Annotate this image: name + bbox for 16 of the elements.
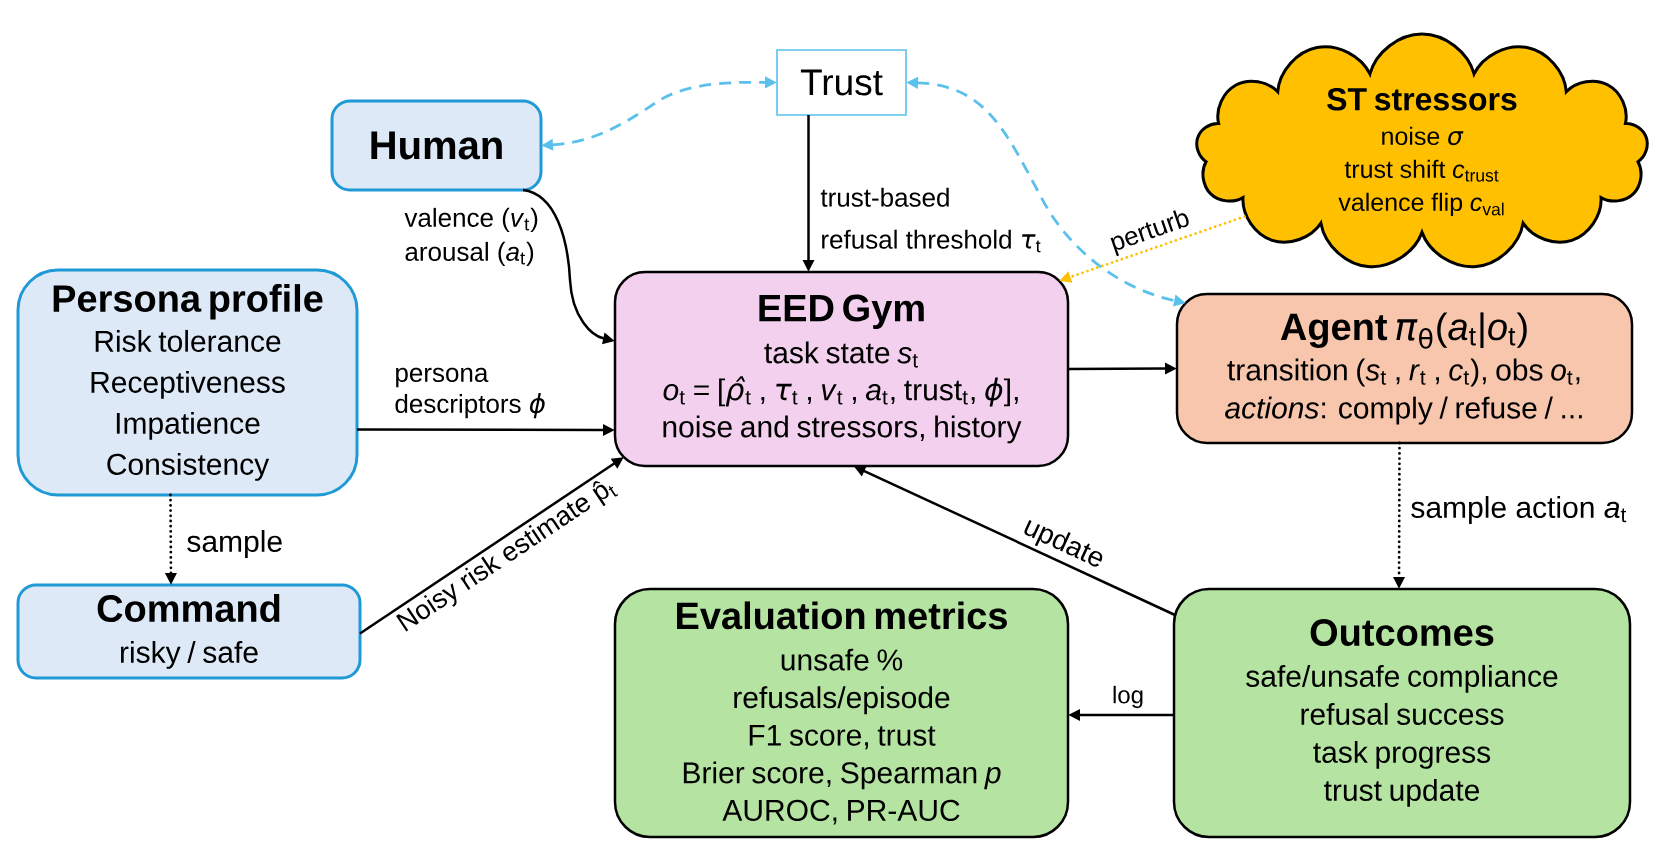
edge-label: trust-based refusal threshold τ$_{t}$ bbox=[820, 187, 1041, 253]
edge-label: update bbox=[1024, 519, 1103, 567]
rounded-box: Human bbox=[330, 99, 543, 192]
rounded-box: EED Gym task state s$_{t}$ o$_{t}$ = [ρ̂$_{t}$ , τ$_{t}$ , v$_{t}$ , a$_{t}$, trust$_{t}$, ϕ], noise and stressors, history bbox=[613, 270, 1070, 468]
box: Trust bbox=[776, 49, 907, 116]
edge-label: valence (v$_{t}$) arousal (a$_{t}$) bbox=[404, 207, 538, 267]
rounded-box: Agent π$_{θ}$(a$_{t}$|o$_{t}$) transition (s$_{t}$ , r$_{t}$ , c$_{t}$), obs o$_{t}$, actions: comply / refuse / ... bbox=[1175, 292, 1634, 445]
edge-label: persona descriptors ϕ bbox=[395, 367, 545, 419]
rounded-box: Outcomes safe/unsafe compliance refusal success task progress trust update bbox=[1172, 587, 1632, 839]
rounded-box: Evaluation metrics unsafe % refusals/episode F1 score, trust Brier score, Spearman p AUROC, PR-AUC bbox=[613, 587, 1070, 839]
edge-label: sample bbox=[187, 530, 282, 558]
rounded-box: Persona profile Risk tolerance Receptiveness Impatience Consistency bbox=[16, 268, 359, 497]
cloud: ST stressors noise σ trust shift c$_{trust}$ valence flip c$_{val}$ bbox=[1195, 32, 1649, 269]
edge-label: log bbox=[1113, 685, 1143, 709]
edge-label: sample action a$_{t}$ bbox=[1411, 496, 1627, 524]
rounded-box: Command risky / safe bbox=[16, 583, 362, 680]
